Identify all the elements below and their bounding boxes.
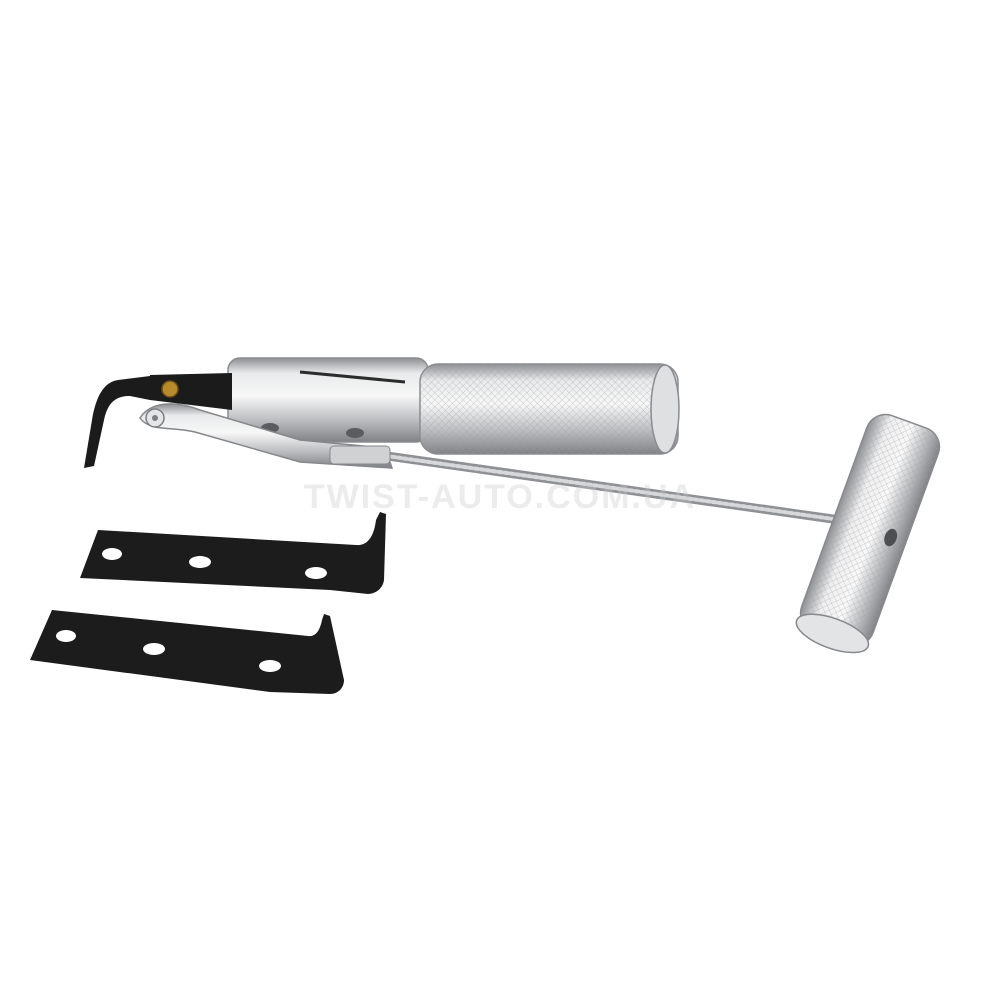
t-handle [795, 413, 941, 654]
steel-cable [375, 450, 845, 525]
main-handle [227, 357, 680, 455]
hook-blade [84, 373, 232, 468]
spare-blade-2 [30, 610, 344, 694]
spare-blade-1 [80, 512, 386, 594]
lever-arm [139, 403, 394, 469]
